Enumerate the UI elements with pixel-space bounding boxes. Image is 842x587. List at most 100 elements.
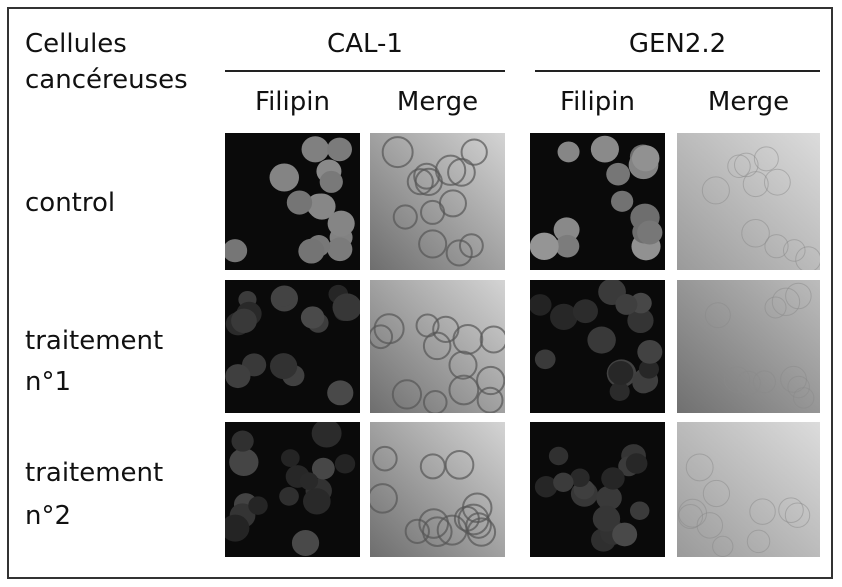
fluorescent-cell [280,449,300,467]
row-header-line2: cancéreuses [25,65,188,95]
cell-outline [404,518,430,545]
cell-outline [418,229,448,259]
fluorescent-cell [608,360,634,385]
figure-frame [7,7,833,579]
micrograph-cal1-filipin-row1 [225,133,360,270]
cell-outline [685,453,714,482]
fluorescent-cell [269,353,298,380]
cell-outline [764,234,789,259]
cell-outline [476,386,504,413]
fluorescent-cell [300,306,325,329]
cell-outline [406,168,434,196]
fluorescent-cell [248,496,268,515]
fluorescent-cell [570,468,590,488]
cell-outline [782,239,806,262]
micrograph-cal1-merge-row3 [370,422,505,557]
micrograph-cal1-merge-row2 [370,280,505,413]
cell-outline [723,366,751,393]
fluorescent-cell [606,162,631,186]
fluorescent-cell [231,430,254,452]
fluorescent-cell [592,505,621,532]
fluorescent-cell [553,472,574,492]
fluorescent-cell [279,486,299,506]
fluorescent-cell [550,303,578,331]
fluorescent-cell [308,193,336,220]
fluorescent-cell [327,380,354,406]
gen22-divider [535,70,820,72]
cell-outline [445,239,473,267]
fluorescent-cell [530,232,559,261]
cell-outline [763,168,791,196]
cell-outline [792,387,815,409]
fluorescent-cell [631,145,660,172]
cell-outline [753,146,779,172]
cell-outline [460,138,488,166]
cell-outline [784,502,811,528]
cell-outline [704,302,731,329]
col-gen22-filipin: Filipin [560,87,635,117]
micrograph-gen22-merge-row1 [677,133,820,270]
cell-outline [712,535,734,557]
cell-outline [787,375,810,399]
fluorescent-cell [534,349,556,370]
cell-outline [413,162,441,190]
cell-outline [677,503,704,530]
cell-outline [444,449,475,480]
fluorescent-cell [627,308,654,334]
cell-outline [736,370,761,396]
fluorescent-cell [609,381,630,401]
cell-outline [370,324,394,350]
cell-outline [436,514,468,546]
cell-outline [392,204,418,230]
fluorescent-cell [601,467,625,490]
micrograph-gen22-filipin-row3 [530,422,665,557]
fluorescent-cell [298,238,325,264]
fluorescent-cell [572,299,598,324]
cell-outline [749,498,776,525]
cell-outline [476,365,505,396]
cell-outline [696,512,724,539]
cell-outline [391,379,423,410]
cell-outline [422,390,448,413]
fluorescent-cell [319,170,343,193]
cell-line-gen22: GEN2.2 [628,29,727,59]
cell-outline [448,350,478,380]
cell-outline [795,246,820,270]
fluorescent-cell [553,217,580,243]
cell-outline [422,331,452,361]
fluorescent-cell [610,190,634,212]
fluorescent-cell [596,485,622,511]
cell-outline [466,517,497,547]
cell-outline [418,508,450,539]
micrograph-cal1-filipin-row2 [225,280,360,413]
cell-outline [764,296,787,319]
fluorescent-cell [225,514,250,542]
cell-outline [771,287,801,317]
fluorescent-cell [225,239,248,263]
fluorescent-cell [615,294,638,315]
cal1-divider [225,70,505,72]
row-label-treatment1: traitement [25,326,164,356]
fluorescent-cell [327,237,353,262]
fluorescent-cell [229,448,259,477]
cell-outline [785,282,812,310]
cell-outline [727,154,751,178]
cell-outline [370,483,398,514]
col-cal1-filipin: Filipin [255,87,330,117]
cell-outline [678,498,708,528]
fluorescent-cell [590,135,619,163]
fluorescent-cell [299,472,319,490]
cell-outline [457,503,490,536]
fluorescent-cell [557,141,580,163]
micrograph-cal1-merge-row1 [370,133,505,270]
micrograph-gen22-filipin-row1 [530,133,665,270]
cell-outline [746,529,771,554]
cell-outline [461,492,493,523]
fluorescent-cell [587,326,616,354]
fluorescent-cell [301,136,330,163]
row-label-treatment1-number: n°1 [25,367,72,397]
fluorescent-cell [272,287,294,307]
fluorescent-cell [638,359,659,379]
fluorescent-cell [303,488,331,515]
fluorescent-cell [327,137,352,162]
